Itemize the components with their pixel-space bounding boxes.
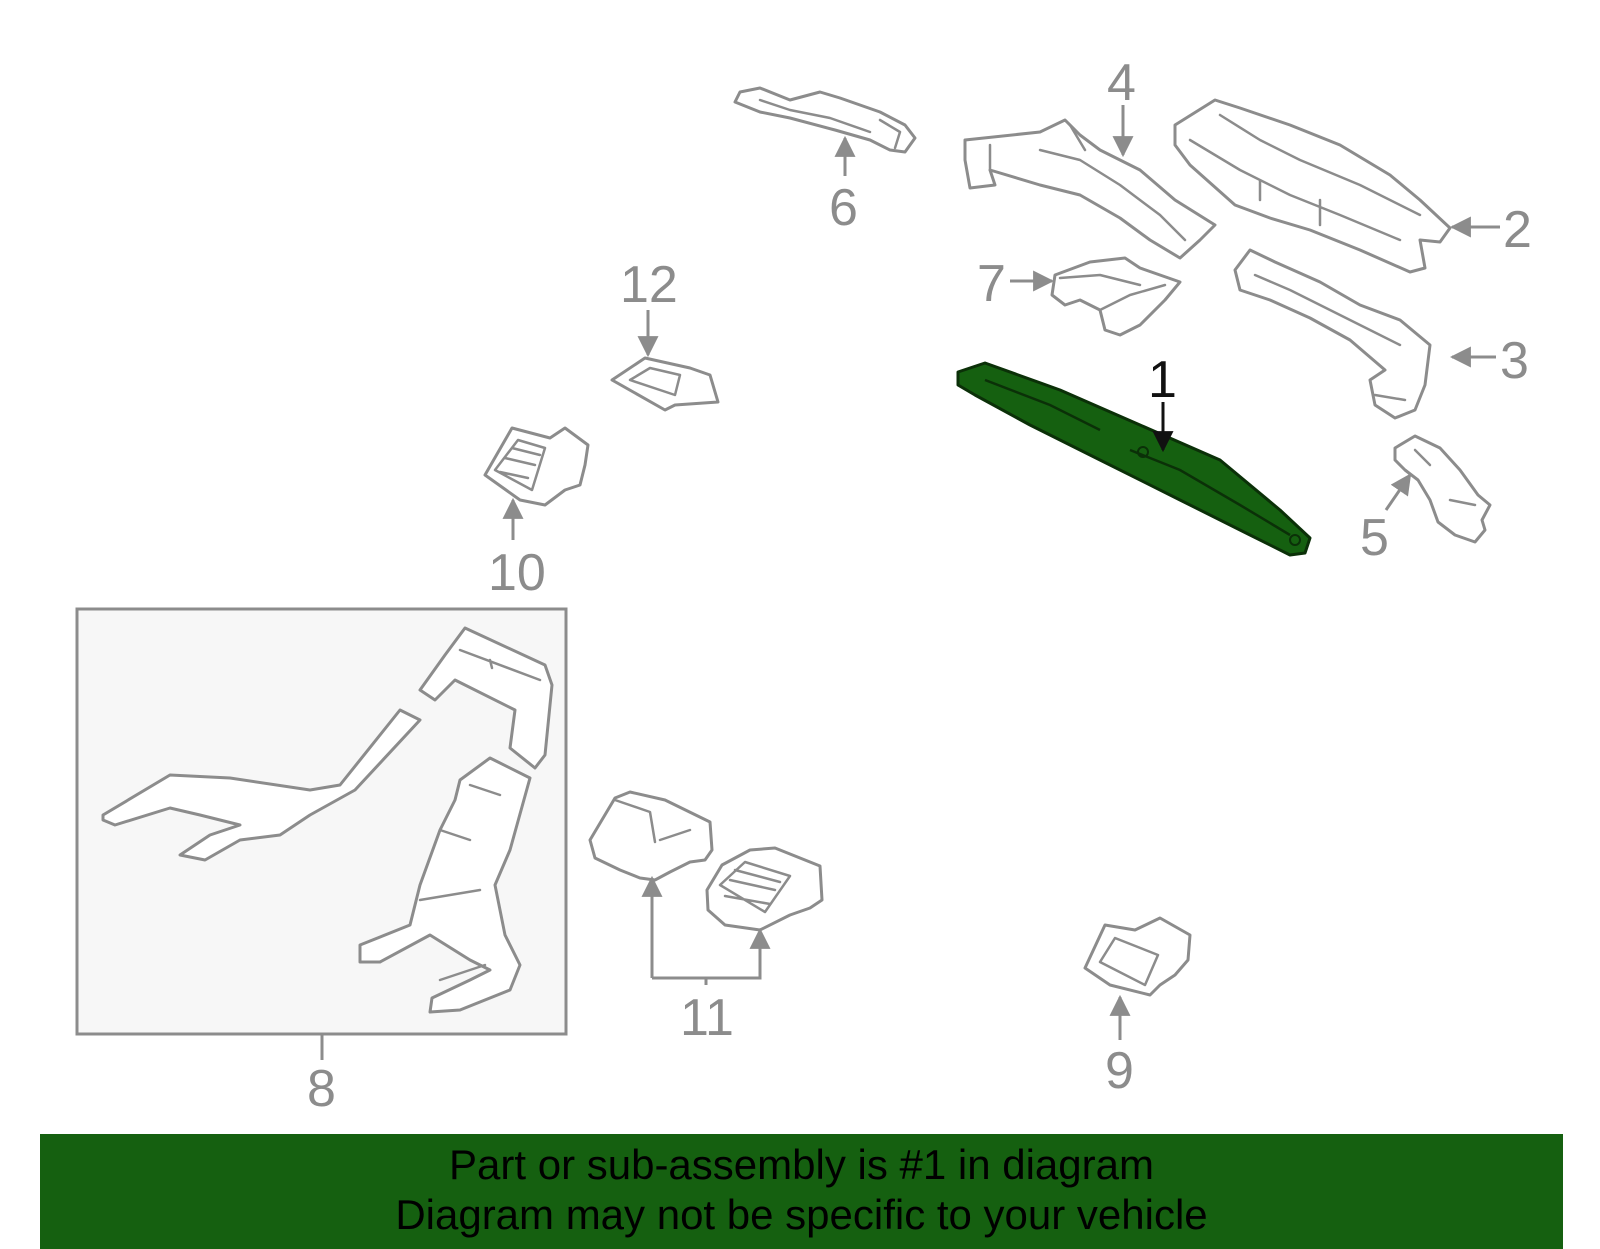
callout-12: 12 bbox=[620, 256, 678, 314]
footer-banner: Part or sub-assembly is #1 in diagram Di… bbox=[40, 1134, 1563, 1249]
part-1-body[interactable] bbox=[956, 361, 1312, 557]
leader-5 bbox=[1384, 473, 1412, 511]
part-10-vent[interactable] bbox=[483, 426, 590, 507]
footer-line-1: Part or sub-assembly is #1 in diagram bbox=[449, 1141, 1154, 1188]
part-7-vent[interactable] bbox=[1050, 256, 1182, 337]
footer-line-2: Diagram may not be specific to your vehi… bbox=[395, 1191, 1208, 1238]
callout-1: 1 bbox=[1148, 351, 1177, 409]
callout-7: 7 bbox=[977, 255, 1006, 313]
part-9-vent[interactable] bbox=[1083, 916, 1192, 997]
callout-6: 6 bbox=[829, 179, 858, 237]
part-8-sub-assembly[interactable] bbox=[75, 607, 568, 1036]
part-5-connector[interactable] bbox=[1393, 434, 1492, 544]
part-2-duct-assembly[interactable] bbox=[1173, 98, 1452, 274]
part-4-duct[interactable] bbox=[963, 118, 1217, 260]
callout-3: 3 bbox=[1500, 332, 1529, 390]
part-11-vent-left[interactable] bbox=[588, 790, 714, 882]
part-3-duct[interactable] bbox=[1233, 248, 1432, 420]
callout-2: 2 bbox=[1503, 201, 1532, 259]
callout-9: 9 bbox=[1105, 1042, 1134, 1100]
callout-10: 10 bbox=[488, 544, 546, 602]
callout-8: 8 bbox=[307, 1060, 336, 1118]
part-1-defroster-trim[interactable] bbox=[956, 361, 1312, 557]
callout-5: 5 bbox=[1360, 509, 1389, 567]
part-11-vent-right[interactable] bbox=[705, 846, 824, 932]
part-6-duct[interactable] bbox=[733, 86, 917, 154]
part-12-gasket[interactable] bbox=[610, 356, 720, 412]
callout-4: 4 bbox=[1107, 54, 1136, 112]
callout-11: 11 bbox=[680, 989, 734, 1047]
